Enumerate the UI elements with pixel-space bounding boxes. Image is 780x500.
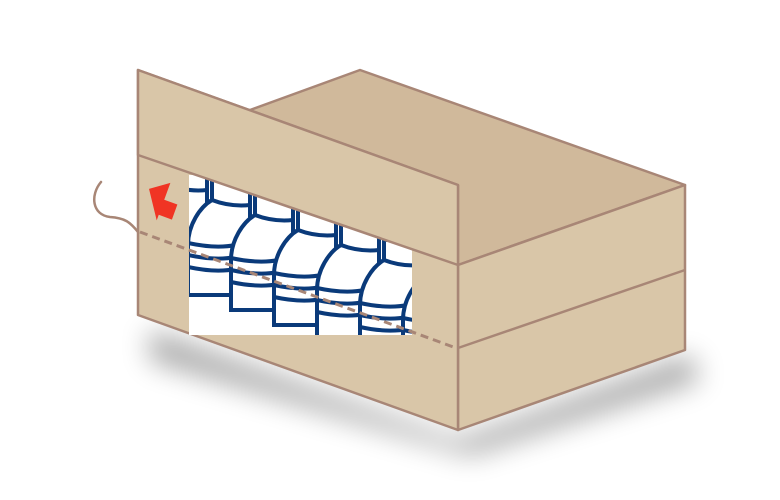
bottle-shoulder — [383, 258, 412, 268]
bottle-ring — [402, 328, 412, 334]
box-shadow — [150, 330, 700, 455]
bottle-shoulder — [211, 198, 251, 208]
tear-strip-line — [139, 230, 457, 350]
bottle-shoulder — [254, 213, 294, 223]
front-flap — [136, 68, 460, 267]
right-face-seam — [457, 268, 686, 350]
bottle-ring — [402, 316, 412, 322]
bottle — [401, 286, 412, 335]
pull-string-icon — [93, 180, 140, 234]
bottle-shoulder — [297, 228, 337, 238]
bottle-shoulder — [189, 187, 208, 193]
bottle-shoulder — [340, 243, 380, 253]
arrow-left-icon — [149, 182, 178, 221]
